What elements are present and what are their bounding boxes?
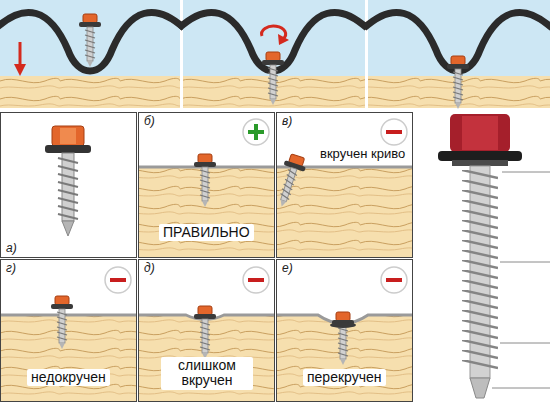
- arrow-head: [278, 34, 289, 45]
- minus-icon: [243, 267, 269, 293]
- leader-line: [500, 343, 550, 344]
- panel-letter: а): [6, 242, 17, 255]
- panel-frame: [1, 260, 137, 402]
- leader-line: [500, 262, 550, 263]
- diagram-panel: д) слишком вкручен: [138, 259, 275, 403]
- big-screw: [438, 114, 550, 398]
- plus-icon: [243, 119, 269, 145]
- roof-sheet: [1, 314, 136, 317]
- minus-sign: [386, 130, 402, 134]
- roof-sheet: [0, 12, 184, 71]
- wood: [0, 76, 180, 108]
- plus-sign: [248, 124, 264, 140]
- step-panel: [364, 0, 550, 109]
- wood: [277, 167, 412, 257]
- drill-tip: [470, 378, 490, 398]
- panel-caption: перекручен: [303, 369, 386, 386]
- panel-frame: [277, 260, 413, 402]
- arrow: [19, 42, 22, 66]
- panel-frame: [277, 113, 413, 258]
- screw-panel: [277, 260, 413, 402]
- minus-sign: [386, 278, 402, 282]
- minus-sign: [248, 278, 264, 282]
- minus-icon: [105, 267, 131, 293]
- panel-frame: [139, 260, 275, 402]
- step-panel: [0, 0, 184, 108]
- drill-tip: [62, 221, 74, 236]
- screw: [271, 153, 308, 210]
- screw: [447, 56, 469, 109]
- screw-head-face: [60, 128, 76, 144]
- diagram-panel: г) недокручен: [0, 259, 137, 403]
- arrow-head: [14, 64, 26, 76]
- leader-line: [492, 388, 550, 389]
- screw-panel: [1, 113, 137, 258]
- panel-letter: е): [282, 262, 293, 275]
- screw: [194, 154, 216, 207]
- panel-letter: г): [6, 262, 16, 275]
- washer: [438, 151, 522, 161]
- panel-frame: [139, 113, 275, 258]
- diagram-panel: а): [0, 112, 137, 258]
- washer: [45, 145, 91, 153]
- rubber-seal: [452, 160, 508, 166]
- panel-frame: [1, 113, 137, 258]
- minus-icon: [381, 267, 407, 293]
- panel-letter: в): [282, 115, 292, 128]
- screw: [332, 312, 354, 365]
- diagram-panel: б) ПРАВИЛЬНО: [138, 112, 275, 258]
- screw: [51, 296, 73, 349]
- sky: [368, 0, 550, 108]
- screw-panel: [139, 113, 275, 258]
- screw-panel: [271, 113, 412, 258]
- step-panel: [179, 0, 367, 108]
- panel-caption: недокручен: [27, 369, 110, 386]
- panel-letter: б): [144, 115, 155, 128]
- squeezed-washer: [330, 322, 356, 328]
- diagram-panel: е) перекручен: [276, 259, 413, 403]
- screw-head-face: [462, 116, 498, 150]
- panel-letter: д): [144, 262, 155, 275]
- diagram-panel: в) вкручен криво: [276, 112, 413, 258]
- screw-shaft: [62, 153, 74, 221]
- screw: [79, 14, 101, 67]
- screw-panel: [139, 260, 275, 402]
- wood: [1, 315, 136, 401]
- screw-head: [52, 126, 84, 146]
- screw: [262, 52, 284, 105]
- panel-caption: слишком вкручен: [161, 357, 253, 390]
- panel-caption: ПРАВИЛЬНО: [159, 224, 254, 241]
- thread: [58, 158, 78, 219]
- screw-head: [450, 114, 510, 152]
- minus-icon: [381, 119, 407, 145]
- sky: [0, 0, 180, 108]
- screw: [194, 306, 216, 359]
- sky: [183, 0, 365, 108]
- thread: [462, 170, 498, 370]
- leader-line: [502, 172, 550, 173]
- screw-panel: [1, 260, 137, 402]
- minus-sign: [110, 278, 126, 282]
- panel-caption: вкручен криво: [316, 146, 409, 162]
